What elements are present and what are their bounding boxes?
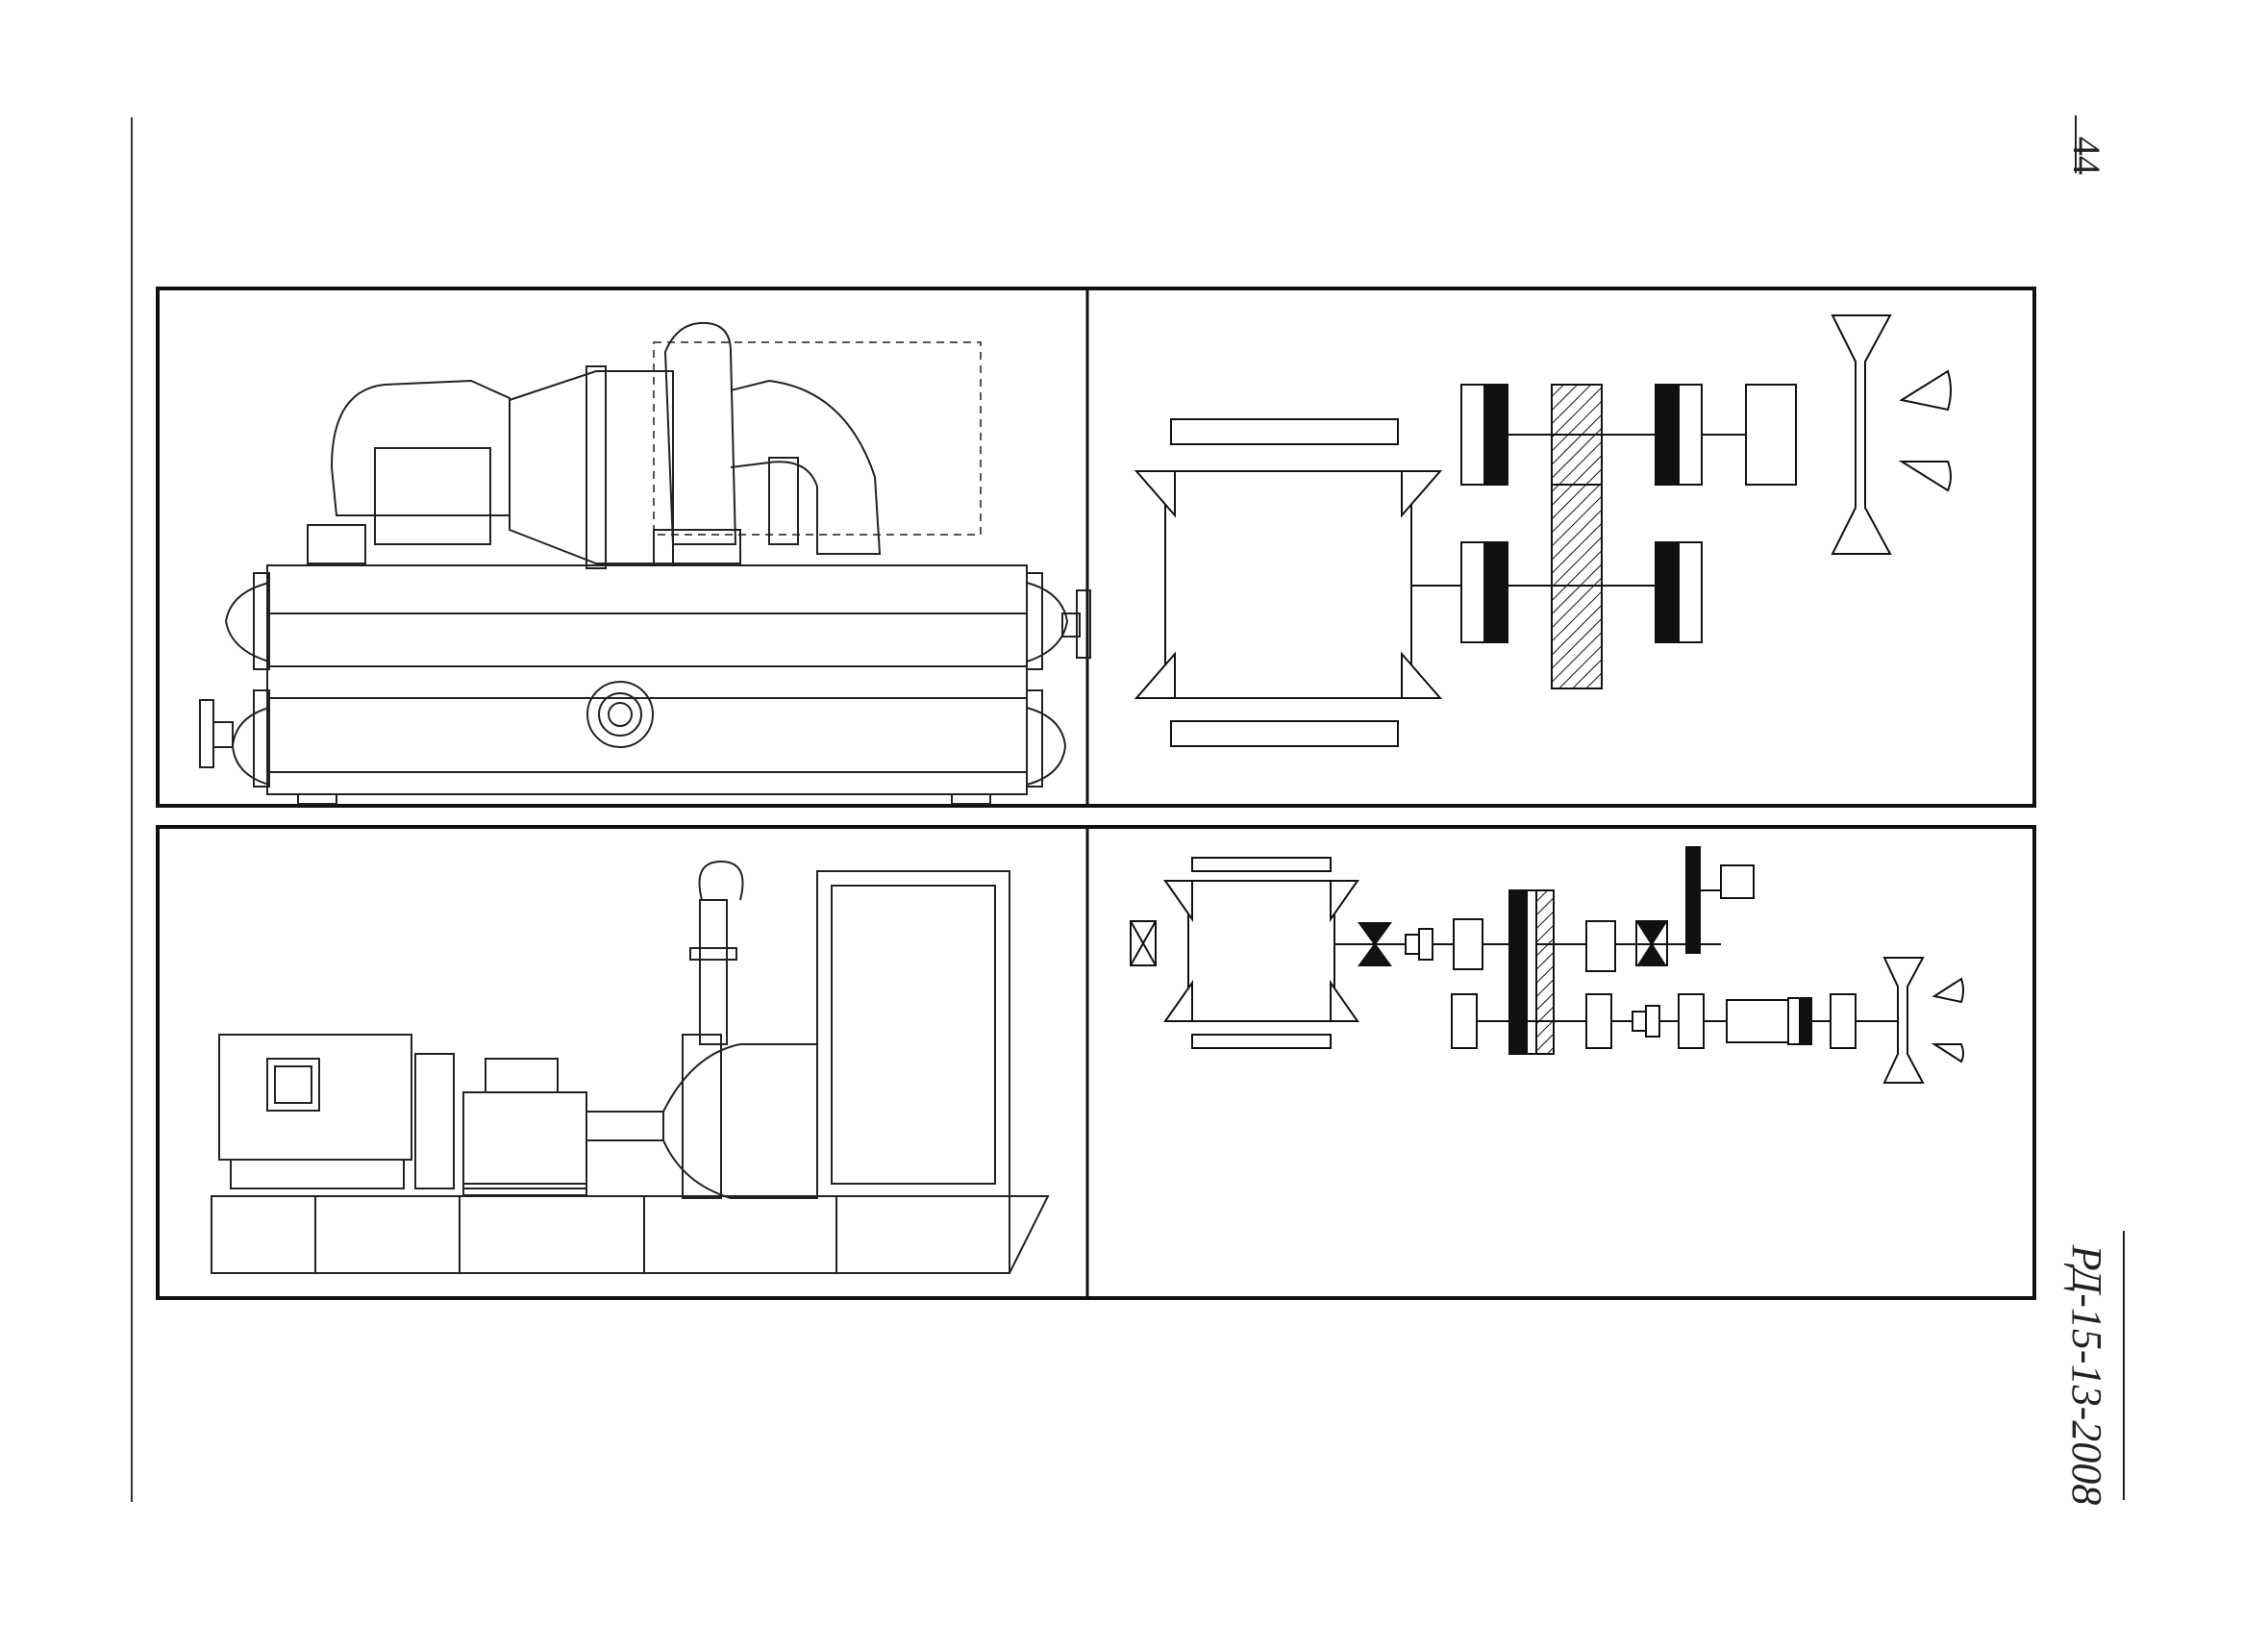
left-margin-line (131, 117, 133, 1502)
centrifugal-chiller-drawing (199, 321, 1091, 805)
chiller-kinematic-scheme (1134, 314, 1952, 747)
compressor-unit-drawing (211, 860, 1050, 1274)
doc-code-rule (2123, 1231, 2125, 1500)
page-number: 44 (2065, 137, 2108, 175)
figure-frame (154, 285, 2038, 1304)
page-number-rule (2075, 115, 2077, 173)
top-frame (156, 287, 2036, 808)
compressor-kinematic-scheme (1130, 846, 1964, 1084)
document-code: РД-15-13-2008 (2063, 1244, 2110, 1506)
figure-svg (156, 287, 2036, 1300)
bottom-frame (156, 825, 2036, 1300)
